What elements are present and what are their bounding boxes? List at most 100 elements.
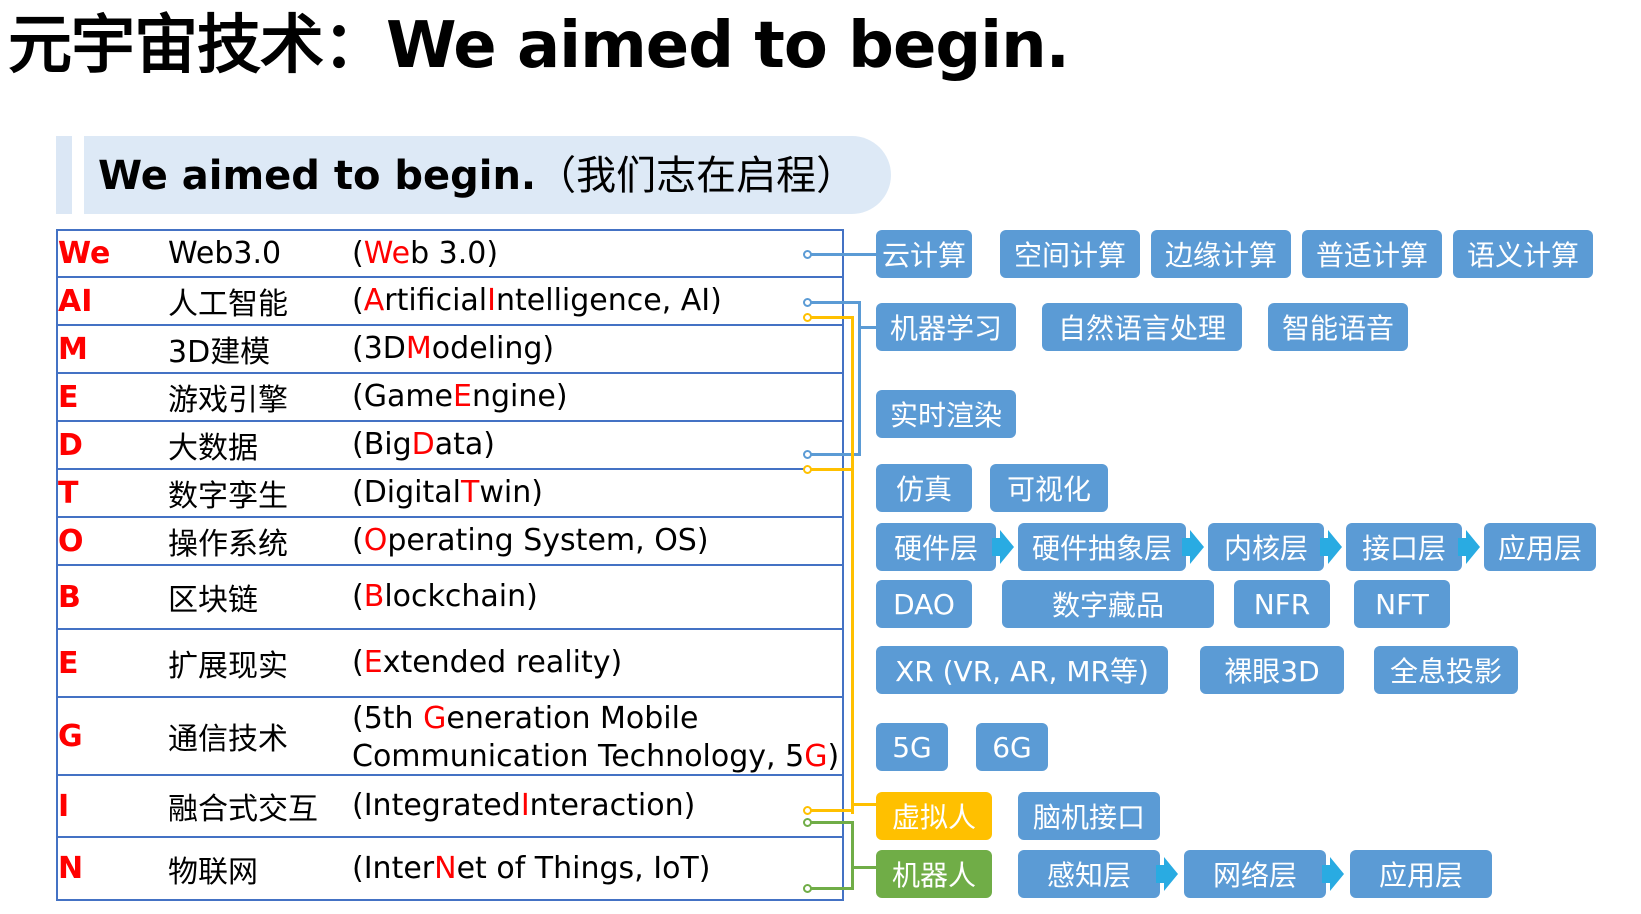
tag-brain-computer-interface: 脑机接口 [1018,792,1160,840]
abbr-cell: M [58,331,88,367]
tag-perception-layer: 感知层 [1018,850,1160,898]
tag-nlp: 自然语言处理 [1042,303,1242,351]
tag-network-layer: 网络层 [1184,850,1326,898]
connector-green-bracket [851,821,854,890]
tag-spatial-computing: 空间计算 [1000,230,1140,278]
abbr-cell: E [58,645,79,681]
arrow-right-icon [1182,530,1204,564]
tag-semantic-computing: 语义计算 [1453,230,1593,278]
arrow-right-icon [1156,857,1178,891]
tag-hal: 硬件抽象层 [1018,523,1186,571]
connector-line-ai [811,301,861,304]
tag-5g: 5G [876,723,948,771]
zh-cell: 扩展现实 [168,649,288,684]
abbr-cell: E [58,379,79,415]
arrow-right-icon [1322,857,1344,891]
connector-line-interaction-green [811,821,854,824]
tag-pervasive-computing: 普适计算 [1302,230,1442,278]
connector-line-bigdata [811,453,861,456]
zh-cell: 游戏引擎 [168,383,288,418]
zh-cell: 区块链 [168,583,258,618]
abbr-cell: We [58,236,111,271]
subtitle: We aimed to begin.（我们志在启程） [98,148,856,204]
connector-line-interaction-yellow [811,809,854,812]
abbr-cell: O [58,523,84,559]
abbr-cell: AI [58,283,93,319]
connector-yellow-trunk [851,316,854,814]
abbr-cell: B [58,579,81,615]
abbr-cell: G [58,718,83,754]
zh-cell: 物联网 [168,854,258,890]
subtitle-banner [56,136,891,214]
tag-cloud-computing: 云计算 [876,230,972,278]
subtitle-pill [84,136,891,214]
arrow-right-icon [1320,530,1342,564]
zh-cell: 3D建模 [168,335,271,370]
tag-hardware-layer: 硬件层 [876,523,996,571]
arrow-right-icon [992,530,1014,564]
abbr-cell: N [58,851,84,886]
tag-6g: 6G [976,723,1048,771]
tag-machine-learning: 机器学习 [876,303,1016,351]
zh-cell: 数字孪生 [168,479,288,514]
abbr-cell: T [58,475,79,511]
subtitle-zh: （我们志在启程） [536,153,857,199]
connector-bracket-ai-bigdata [858,301,861,456]
tag-nft: NFT [1354,580,1450,628]
subtitle-en: We aimed to begin. [98,153,537,199]
tag-interface-layer: 接口层 [1346,523,1462,571]
tag-realtime-rendering: 实时渲染 [876,390,1016,438]
page-title: 元宇宙技术：We aimed to begin. [8,9,1070,83]
tag-simulation: 仿真 [876,464,972,512]
tag-edge-computing: 边缘计算 [1151,230,1291,278]
connector-line-iot-green [811,887,854,890]
zh-cell: Web3.0 [168,236,282,271]
zh-cell: 操作系统 [168,527,288,562]
subtitle-accent-bar [56,136,72,214]
tag-holographic-projection: 全息投影 [1374,646,1518,694]
table-row-comm: G 通信技术 (5th Generation Mobile Communicat… [58,698,842,776]
zh-cell: 融合式交互 [168,792,318,827]
tag-dao: DAO [876,580,972,628]
arrow-right-icon [1458,530,1480,564]
tag-xr: XR (VR, AR, MR等) [876,646,1168,694]
connector-line-to-ml [858,326,876,329]
connector-line-to-virtual-human [851,803,876,806]
en-cell: (5th Generation Mobile Communication Tec… [352,700,839,776]
tag-application-layer: 应用层 [1484,523,1596,571]
zh-cell: 通信技术 [168,722,288,757]
connector-line-to-robot [851,866,876,869]
abbr-cell: D [58,427,83,463]
connector-line-bigdata-yellow [811,468,853,471]
zh-cell: 大数据 [168,431,258,466]
tag-virtual-human: 虚拟人 [876,792,992,840]
connector-line-web3 [811,253,876,256]
tag-kernel-layer: 内核层 [1208,523,1324,571]
zh-cell: 人工智能 [168,287,288,322]
en-line-1: (5th Generation Mobile [352,701,699,736]
en-line-2: Communication Technology, 5G) [352,739,840,774]
tag-smart-voice: 智能语音 [1268,303,1408,351]
tag-robot: 机器人 [876,850,992,898]
tag-visualization: 可视化 [990,464,1108,512]
